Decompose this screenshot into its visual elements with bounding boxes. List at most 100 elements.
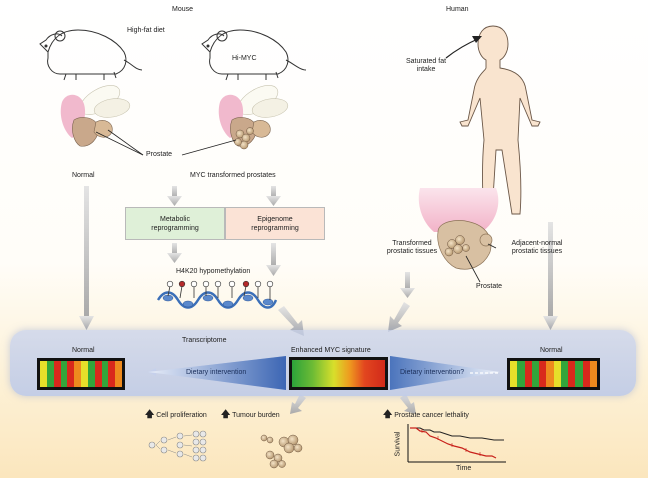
heatmap-cell xyxy=(524,369,532,379)
diagonal-arrows xyxy=(278,302,416,414)
heatmap-cell xyxy=(560,369,568,379)
heatmap-cell xyxy=(60,369,68,379)
high-fat-diet-label: High-fat diet xyxy=(127,27,165,34)
heatmap-cell xyxy=(517,369,525,379)
mouse-prostate-myc-icon xyxy=(218,85,289,150)
saturated-fat-line1: Saturated fat xyxy=(405,58,447,65)
heatmap-cell xyxy=(94,369,102,379)
heatmap-cell xyxy=(553,369,561,379)
mouse-himyc-icon xyxy=(201,29,307,81)
saturated-fat-label: Saturated fat intake xyxy=(398,58,454,74)
heatmap-cell xyxy=(60,378,68,387)
heatmap-cell xyxy=(589,378,597,387)
heatmap-cell xyxy=(531,369,539,379)
cell-proliferation-label: 🡅 Cell proliferation xyxy=(145,410,207,420)
prostate-cancer-lethality-label: 🡅 Prostate cancer lethality xyxy=(383,410,469,420)
heatmap-cell xyxy=(510,369,518,379)
enhanced-myc-label: Enhanced MYC signature xyxy=(291,347,371,354)
heatmap-cell xyxy=(575,369,583,379)
transformed-line1: Transformed xyxy=(392,240,432,247)
heatmap-cell xyxy=(101,369,109,379)
time-axis-label: Time xyxy=(456,465,472,472)
heatmap-cell xyxy=(74,361,81,370)
myc-transformed-label: MYC transformed prostates xyxy=(190,172,276,179)
heatmap-enhanced-myc xyxy=(289,357,388,390)
heatmap-cell xyxy=(81,378,88,387)
mouse-highfat-icon xyxy=(39,29,143,81)
heatmap-cell xyxy=(67,369,75,379)
heatmap-cell xyxy=(582,361,590,370)
dietary-intervention-label: Dietary intervention xyxy=(186,369,247,376)
hi-myc-label: Hi-MYC xyxy=(232,55,257,62)
heatmap-cell xyxy=(53,361,61,370)
heatmap-normal-left xyxy=(37,358,125,390)
heatmap-cell xyxy=(510,378,518,387)
human-prostate-label: Prostate xyxy=(476,283,503,290)
heatmap-cell xyxy=(517,378,525,387)
tumour-burden-label: 🡅 Tumour burden xyxy=(221,410,280,420)
heatmap-cell xyxy=(546,378,554,387)
epigenome-reprogramming-box: Epigenome reprogramming xyxy=(225,207,325,240)
heatmap-cell xyxy=(115,369,122,379)
heatmap-cell xyxy=(560,361,568,370)
heatmap-cell xyxy=(524,361,532,370)
metabolic-reprogramming-box: Metabolic reprogramming xyxy=(125,207,225,240)
adjacent-line1: Adjacent-normal xyxy=(511,240,563,247)
adjacent-line2: prostatic tissues xyxy=(511,248,563,255)
heatmap-cell xyxy=(101,361,109,370)
heatmap-cell xyxy=(517,361,525,370)
heatmap-cell xyxy=(74,378,81,387)
heatmap-cell xyxy=(87,378,95,387)
survival-axis-label: Survival xyxy=(394,431,402,457)
flow-arrows xyxy=(79,186,558,330)
up-arrow-icon: 🡅 xyxy=(145,409,155,419)
heatmap-cell xyxy=(94,378,102,387)
up-arrow-icon: 🡅 xyxy=(221,409,231,419)
heatmap-cell xyxy=(582,378,590,387)
heatmap-cell xyxy=(568,361,576,370)
heatmap-cell xyxy=(87,369,95,379)
heatmap-cell xyxy=(108,378,116,387)
epigenome-line2: reprogramming xyxy=(251,224,299,232)
human-prostate-icon xyxy=(418,188,499,270)
heatmap-cell xyxy=(81,369,88,379)
heatmap-cell xyxy=(568,378,576,387)
saturated-fat-line2: intake xyxy=(416,66,436,73)
heatmap-cell xyxy=(101,378,109,387)
heatmap-cell xyxy=(589,361,597,370)
heatmap-cell xyxy=(553,378,561,387)
heatmap-cell xyxy=(40,378,47,387)
heatmap-cell xyxy=(87,361,95,370)
heatmap-cell xyxy=(568,369,576,379)
heatmap-cell xyxy=(60,361,68,370)
metabolic-line2: reprogramming xyxy=(151,224,199,232)
mouse-prostate-label: Prostate xyxy=(146,151,173,158)
up-arrow-icon: 🡅 xyxy=(383,409,393,419)
heatmap-cell xyxy=(589,369,597,379)
heatmap-gradient xyxy=(292,360,385,387)
lethality-text: Prostate cancer lethality xyxy=(394,412,469,419)
heatmap-cell xyxy=(40,369,47,379)
heatmap-cell xyxy=(560,378,568,387)
heatmap-cell xyxy=(531,361,539,370)
heatmap-cell xyxy=(575,378,583,387)
proliferation-text: Cell proliferation xyxy=(156,412,207,419)
heatmap-cell xyxy=(46,369,54,379)
heatmap-cell xyxy=(553,361,561,370)
heatmap-cell xyxy=(81,361,88,370)
heatmap-cell xyxy=(539,369,547,379)
heatmap-cell xyxy=(524,378,532,387)
heatmap-cell xyxy=(539,378,547,387)
heatmap-cell xyxy=(546,361,554,370)
normal-left-label: Normal xyxy=(72,347,95,354)
burden-text: Tumour burden xyxy=(232,412,280,419)
heatmap-cell xyxy=(46,361,54,370)
heatmap-cell xyxy=(46,378,54,387)
heatmap-cell xyxy=(74,369,81,379)
heatmap-cell xyxy=(108,361,116,370)
dietary-intervention-q-label: Dietary intervention? xyxy=(400,369,465,376)
h4k20-chromatin-icon xyxy=(156,280,278,309)
survival-plot xyxy=(407,424,506,463)
transcriptome-label: Transcriptome xyxy=(182,337,227,344)
heatmap-cell xyxy=(531,378,539,387)
